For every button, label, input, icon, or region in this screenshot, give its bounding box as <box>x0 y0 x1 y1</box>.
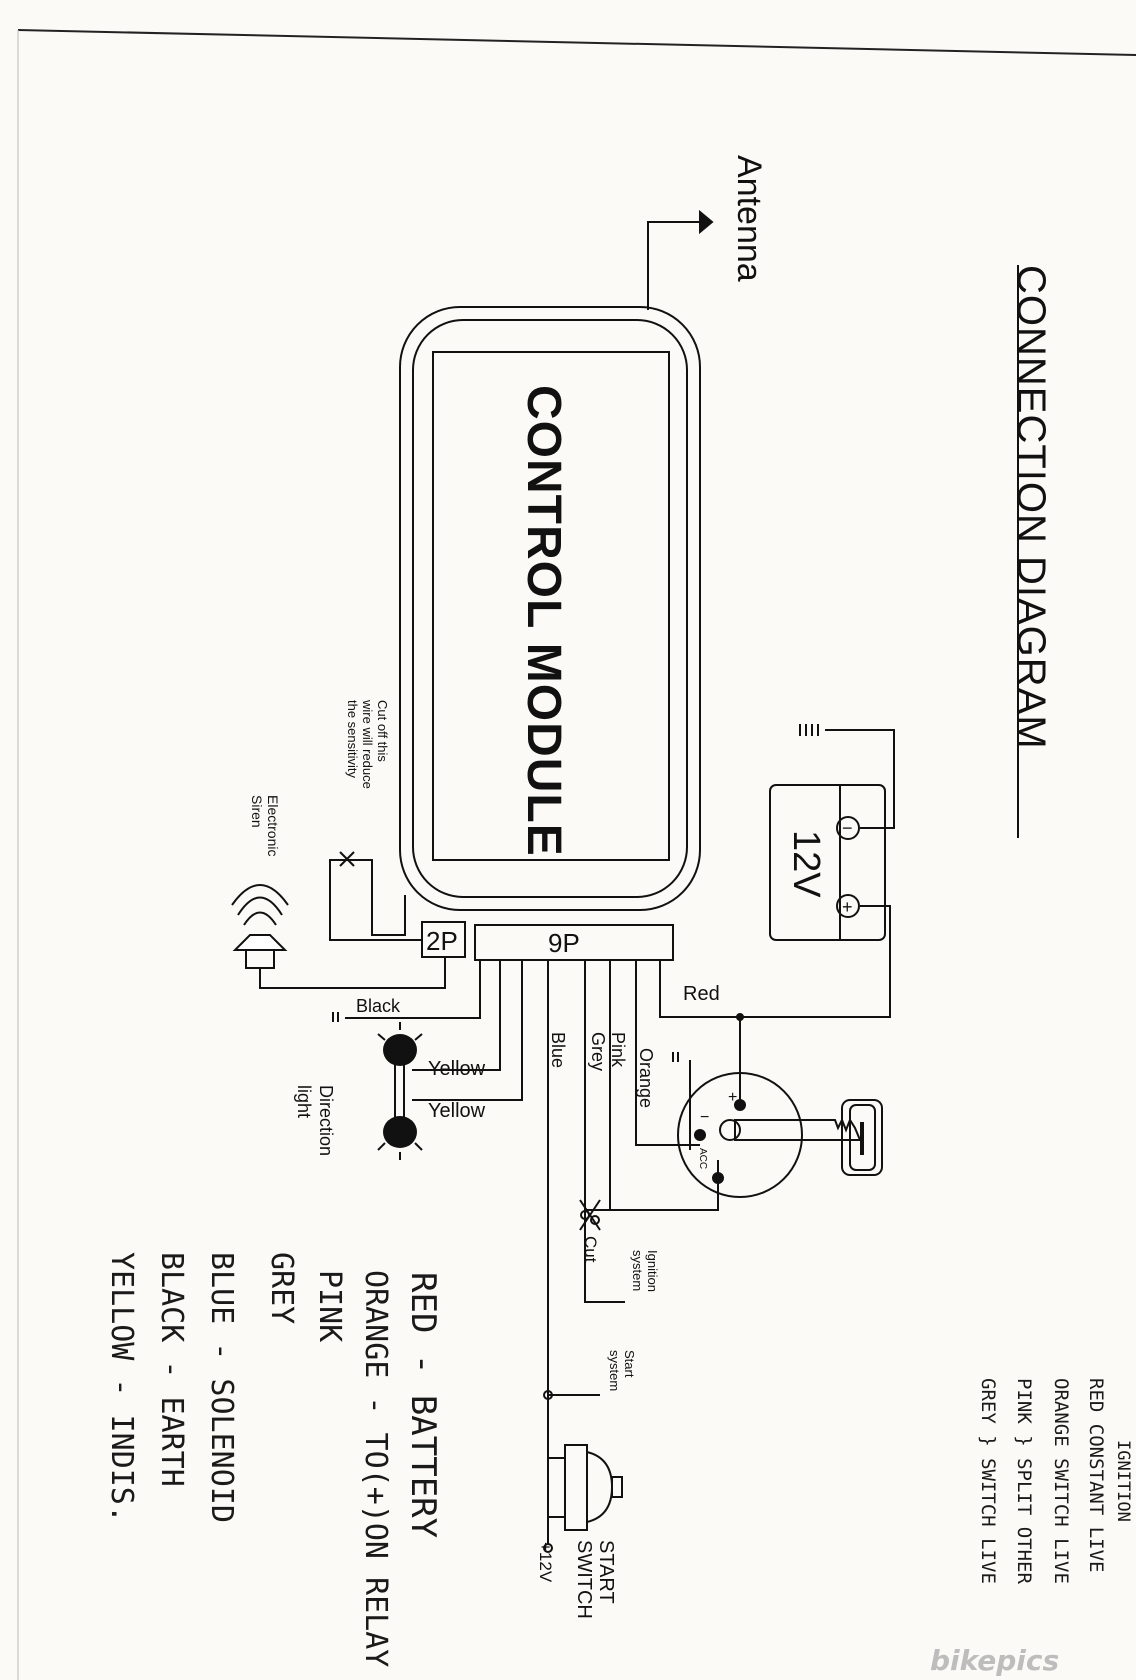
wire-label-blue: Blue <box>548 1032 568 1068</box>
blue-wire <box>543 960 600 1553</box>
note-left-1: ORANGE - TO(+)ON RELAY <box>358 1270 393 1667</box>
antenna-label: Antenna <box>730 155 768 282</box>
direction-light-bottom <box>377 1116 423 1160</box>
ignition-key-switch <box>677 1072 883 1198</box>
cutoff-note-1: Cut off this <box>375 700 390 762</box>
battery <box>745 724 895 1018</box>
battery-plus: + <box>842 897 853 917</box>
control-module <box>399 306 701 911</box>
plus12v-label: +12V <box>536 1542 555 1583</box>
note-right-0: IGNITION <box>1113 1440 1133 1522</box>
acc-label: ACC <box>697 1148 708 1169</box>
diagram-title: CONNECTION DIAGRAM <box>1009 265 1053 750</box>
start-system-label-1: Start <box>622 1350 637 1378</box>
note-right-4: GREY } SWITCH LIVE <box>977 1378 999 1584</box>
cutoff-note-3: the sensitivity <box>345 700 360 779</box>
wire-label-yellow-1: Yellow <box>428 1058 486 1080</box>
handwritten-notes-right: IGNITION RED CONSTANT LIVE ORANGE SWITCH… <box>977 1378 1133 1584</box>
handwritten-notes-left: RED - BATTERY ORANGE - TO(+)ON RELAY PIN… <box>104 1252 443 1667</box>
note-right-2: ORANGE SWITCH LIVE <box>1050 1378 1072 1584</box>
note-right-1: RED CONSTANT LIVE <box>1085 1378 1107 1572</box>
siren-label-2: Siren <box>249 795 265 828</box>
note-left-2: PINK <box>312 1270 347 1342</box>
direction-light-label-1: Direction <box>316 1085 336 1156</box>
direction-light-label-2: light <box>294 1085 314 1118</box>
wire-label-orange: Orange <box>636 1048 656 1108</box>
grey-pink-wires <box>579 960 719 1303</box>
antenna <box>647 209 714 310</box>
wire-label-pink: Pink <box>608 1032 628 1068</box>
direction-light-top <box>377 1022 423 1066</box>
start-system-label-2: system <box>607 1350 622 1391</box>
black-wire <box>332 960 481 1022</box>
note-left-3: GREY <box>264 1252 299 1324</box>
cutoff-note-2: wire will reduce <box>360 699 375 789</box>
siren <box>231 884 446 989</box>
note-left-0: RED - BATTERY <box>403 1272 443 1538</box>
ignition-system-label-2: system <box>630 1250 645 1291</box>
note-right-3: PINK } SPLIT OTHER <box>1013 1378 1035 1584</box>
yellow-wires <box>394 960 523 1120</box>
key-minus: − <box>700 1109 709 1126</box>
wire-label-red: Red <box>683 983 720 1005</box>
sensitivity-wire <box>329 851 422 941</box>
start-switch-label-1: START <box>595 1540 617 1604</box>
connector-2p-label: 2P <box>426 926 458 956</box>
ignition-system-label-1: Ignition <box>645 1250 660 1292</box>
wire-label-yellow-2: Yellow <box>428 1100 486 1122</box>
wire-label-black: Black <box>356 996 401 1016</box>
note-left-6: YELLOW - INDIS. <box>104 1252 139 1523</box>
key-plus: + <box>728 1089 737 1106</box>
watermark: bikepics <box>930 1644 1059 1677</box>
start-switch-label-2: SWITCH <box>573 1540 595 1619</box>
battery-label: 12V <box>785 830 827 898</box>
cut-label: Cut <box>581 1236 600 1263</box>
wire-label-grey: Grey <box>588 1032 608 1071</box>
control-module-label: CONTROL MODULE <box>517 385 570 857</box>
battery-minus: − <box>842 818 853 838</box>
note-left-5: BLACK - EARTH <box>154 1252 189 1487</box>
connector-9p <box>474 924 674 961</box>
start-switch <box>564 1444 623 1531</box>
connector-9p-label: 9P <box>548 928 580 958</box>
siren-label-1: Electronic <box>265 795 281 856</box>
page-edge <box>17 29 1136 56</box>
red-wire <box>659 960 745 1100</box>
note-left-4: BLUE - SOLENOID <box>204 1252 239 1523</box>
